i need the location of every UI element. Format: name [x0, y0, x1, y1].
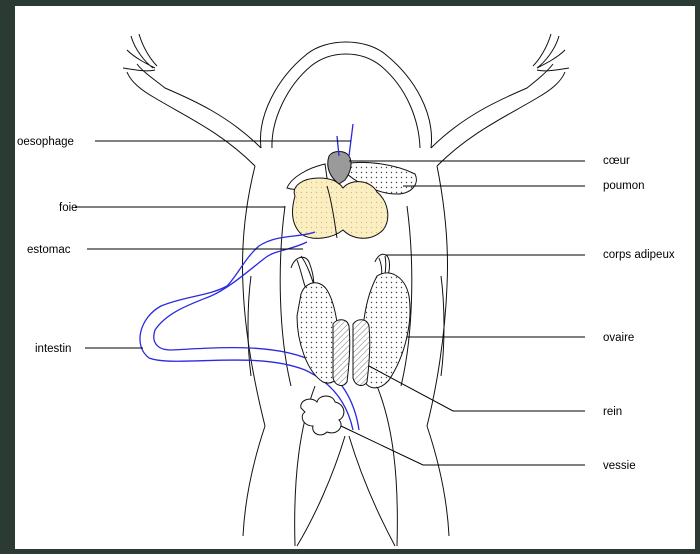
label-ovaire: ovaire: [603, 332, 634, 344]
label-poumon: poumon: [603, 180, 645, 192]
label-corps-adipeux: corps adipeux: [603, 249, 675, 261]
label-foie: foie: [59, 202, 78, 214]
body-outline: [123, 34, 569, 546]
label-intestin: intestin: [35, 343, 71, 355]
stomach-inner: [265, 242, 307, 258]
diagram-canvas: oesophage foie estomac intestin cœur pou…: [15, 6, 695, 549]
kidney-left: [333, 320, 350, 386]
label-estomac: estomac: [27, 244, 71, 256]
label-rein: rein: [603, 406, 622, 418]
label-vessie: vessie: [603, 460, 636, 472]
label-coeur: cœur: [603, 155, 630, 167]
kidney-right: [353, 320, 370, 386]
liver: [293, 178, 388, 238]
frog-anatomy-diagram: oesophage foie estomac intestin cœur pou…: [15, 6, 695, 549]
bladder: [301, 396, 344, 435]
label-oesophage: oesophage: [17, 136, 74, 148]
